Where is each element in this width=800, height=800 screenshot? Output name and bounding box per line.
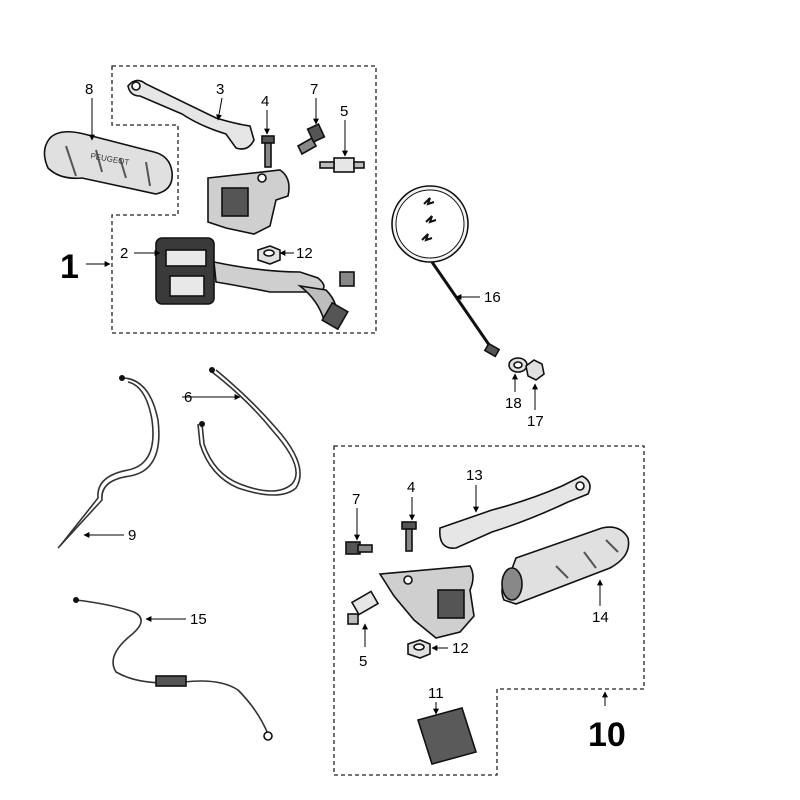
callout-18: 18 [505,395,522,412]
cable-part-6 [197,367,301,496]
nut-part-12-top [257,245,281,265]
callout-1: 1 [60,248,79,286]
washer-part-18 [508,357,528,373]
brake-lever-part-3 [127,79,255,150]
grip-part-8: PEUGEOT [43,130,173,195]
callout-13: 13 [466,467,483,484]
callout-17: 17 [527,413,544,430]
mirror-part-16 [391,185,501,358]
nut-part-17 [525,359,545,381]
cable-part-15 [73,597,273,741]
bolt-part-7-bottom [345,541,373,555]
switch-part-5-top [319,157,365,173]
assembly-10-boundary [333,445,645,776]
callout-6: 6 [184,389,192,406]
callout-15: 15 [190,611,207,628]
callout-2: 2 [120,245,128,262]
cable-part-9 [57,375,160,549]
switch-part-5-bottom [347,590,380,625]
callout-7-top: 7 [310,81,318,98]
cap-part-11 [416,707,478,765]
lever-bracket-bottom [378,565,475,639]
callout-8: 8 [85,81,93,98]
callout-16: 16 [484,289,501,306]
callout-3: 3 [216,81,224,98]
lever-bracket-top [207,169,290,235]
callout-9: 9 [128,527,136,544]
callout-14: 14 [592,609,609,626]
callout-7-bottom: 7 [352,491,360,508]
grip-part-14 [501,526,630,605]
assembly-1-boundary [111,65,377,334]
screw-part-4-bottom [401,521,417,552]
callout-labels: 8 3 4 7 5 2 12 1 16 18 17 6 9 15 13 4 7 … [60,81,626,754]
callout-12-top: 12 [296,245,313,262]
brake-lever-part-13 [439,475,591,549]
callout-5-top: 5 [340,103,348,120]
callout-5-bottom: 5 [359,653,367,670]
nut-part-12-bottom [407,639,431,659]
bolt-part-7-top [296,123,326,156]
switch-housing-part-2 [155,237,355,331]
callout-4-top: 4 [261,93,269,110]
callout-4-bottom: 4 [407,479,415,496]
callout-11: 11 [428,685,444,702]
callout-12-bottom: 12 [452,640,469,657]
screw-part-4-top [261,135,275,168]
callout-10: 10 [588,716,626,754]
leader-lines [83,97,608,715]
